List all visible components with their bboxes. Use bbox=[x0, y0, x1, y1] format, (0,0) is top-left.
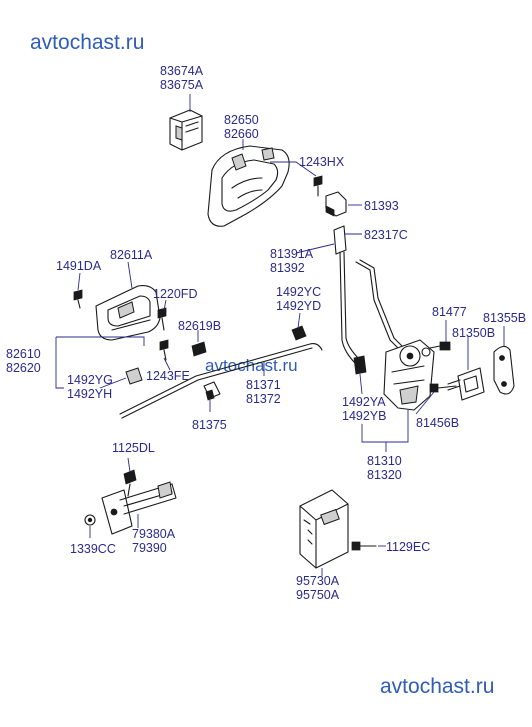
leader-lines bbox=[55, 94, 505, 576]
watermark-top: avtochast.ru bbox=[30, 31, 144, 54]
clip-81393-drawing bbox=[325, 191, 347, 217]
label-81350b: 81350B bbox=[452, 326, 495, 340]
actuator-module-drawing bbox=[299, 489, 349, 569]
label-1125dl: 1125DL bbox=[112, 441, 155, 455]
watermark-bottom: avtochast.ru bbox=[380, 675, 494, 698]
outside-handle-drawing bbox=[207, 145, 290, 227]
inside-handle-drawing bbox=[95, 285, 161, 341]
label-81477: 81477 bbox=[432, 305, 467, 319]
label-82619b: 82619B bbox=[178, 319, 221, 333]
rod-81371-drawing bbox=[119, 343, 323, 419]
label-82317c: 82317C bbox=[364, 228, 408, 242]
label-1243fe: 1243FE bbox=[146, 369, 190, 383]
nut-1339cc-drawing bbox=[84, 514, 96, 526]
screw-81477-drawing bbox=[429, 341, 451, 351]
label-81375: 81375 bbox=[192, 418, 227, 432]
label-1220fd: 1220FD bbox=[153, 287, 197, 301]
rod-81391a-drawing bbox=[333, 225, 367, 375]
clip-1492yg-drawing bbox=[125, 367, 143, 385]
clip-81375-drawing bbox=[203, 381, 221, 401]
label-81355b: 81355B bbox=[483, 311, 526, 325]
door-latch-drawing bbox=[383, 339, 435, 411]
screw-1491da-drawing bbox=[73, 289, 83, 309]
striker-81350b-drawing bbox=[447, 367, 485, 401]
label-1243hx: 1243HX bbox=[299, 155, 345, 169]
rod-upper-drawing bbox=[355, 259, 405, 351]
screw-1220fd-drawing bbox=[157, 307, 167, 331]
label-1339cc: 1339CC bbox=[70, 542, 116, 556]
plate-81355b-drawing bbox=[493, 345, 515, 395]
door-checker-drawing bbox=[101, 481, 177, 535]
screw-1243hx-drawing bbox=[313, 175, 323, 197]
screw-81456b-drawing bbox=[429, 383, 457, 393]
label-1491da: 1491DA bbox=[56, 259, 102, 273]
clip-82619b-drawing bbox=[191, 341, 207, 357]
bolt-1125dl-drawing bbox=[123, 469, 137, 497]
label-1129ec: 1129EC bbox=[386, 540, 430, 554]
label-82611a: 82611A bbox=[110, 248, 153, 262]
label-81393: 81393 bbox=[364, 199, 399, 213]
clip-1492yc-drawing bbox=[291, 325, 307, 341]
bracket-83674a-drawing bbox=[169, 109, 203, 151]
screw-1243fe-drawing bbox=[159, 339, 169, 361]
label-81456b: 81456B bbox=[416, 416, 459, 430]
screw-1129ec-drawing bbox=[351, 541, 377, 551]
